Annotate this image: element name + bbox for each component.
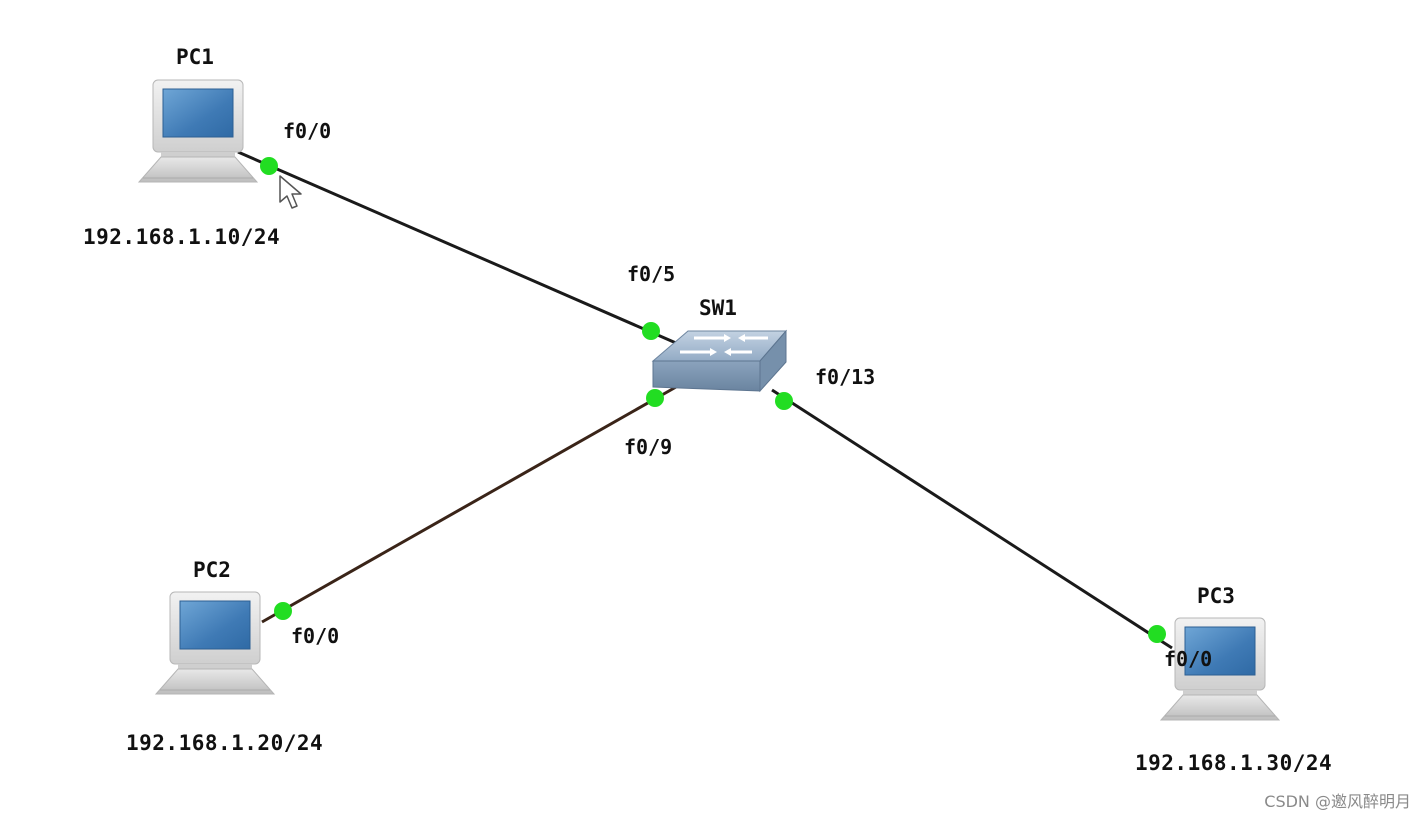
sw1-f0-5-port-label: f0/5 xyxy=(627,262,676,286)
sw1-f0-9-port-label: f0/9 xyxy=(624,435,673,459)
csdn-watermark: CSDN @邀风醉明月 xyxy=(1264,792,1411,811)
mouse-cursor-icon xyxy=(279,175,302,209)
pc1-ip-label: 192.168.1.10/24 xyxy=(83,225,281,249)
pc1-laptop-icon[interactable] xyxy=(138,79,258,183)
link-pc1-sw1[interactable] xyxy=(237,150,677,345)
pc2-port-dot[interactable] xyxy=(274,602,292,620)
sw1-name-label: SW1 xyxy=(699,296,737,320)
sw1-f0-13-port-dot[interactable] xyxy=(775,392,793,410)
sw1-f0-9-port-dot[interactable] xyxy=(646,389,664,407)
pc3-ip-label: 192.168.1.30/24 xyxy=(1135,751,1333,775)
sw1-switch-icon[interactable] xyxy=(651,329,788,393)
pc2-ip-label: 192.168.1.20/24 xyxy=(126,731,324,755)
pc2-port-label: f0/0 xyxy=(291,624,340,648)
pc3-name-label: PC3 xyxy=(1197,584,1235,608)
pc3-port-label: f0/0 xyxy=(1164,647,1213,671)
pc1-name-label: PC1 xyxy=(176,45,214,69)
sw1-f0-5-port-dot[interactable] xyxy=(642,322,660,340)
sw1-f0-13-port-label: f0/13 xyxy=(815,365,876,389)
pc3-port-dot[interactable] xyxy=(1148,625,1166,643)
pc1-port-dot[interactable] xyxy=(260,157,278,175)
pc2-laptop-icon[interactable] xyxy=(155,591,275,695)
link-pc2-sw1[interactable] xyxy=(261,385,677,624)
link-pc3-sw1[interactable] xyxy=(771,388,1173,650)
pc1-port-label: f0/0 xyxy=(283,119,332,143)
pc2-name-label: PC2 xyxy=(193,558,231,582)
switch-arrows-icon xyxy=(680,334,768,356)
